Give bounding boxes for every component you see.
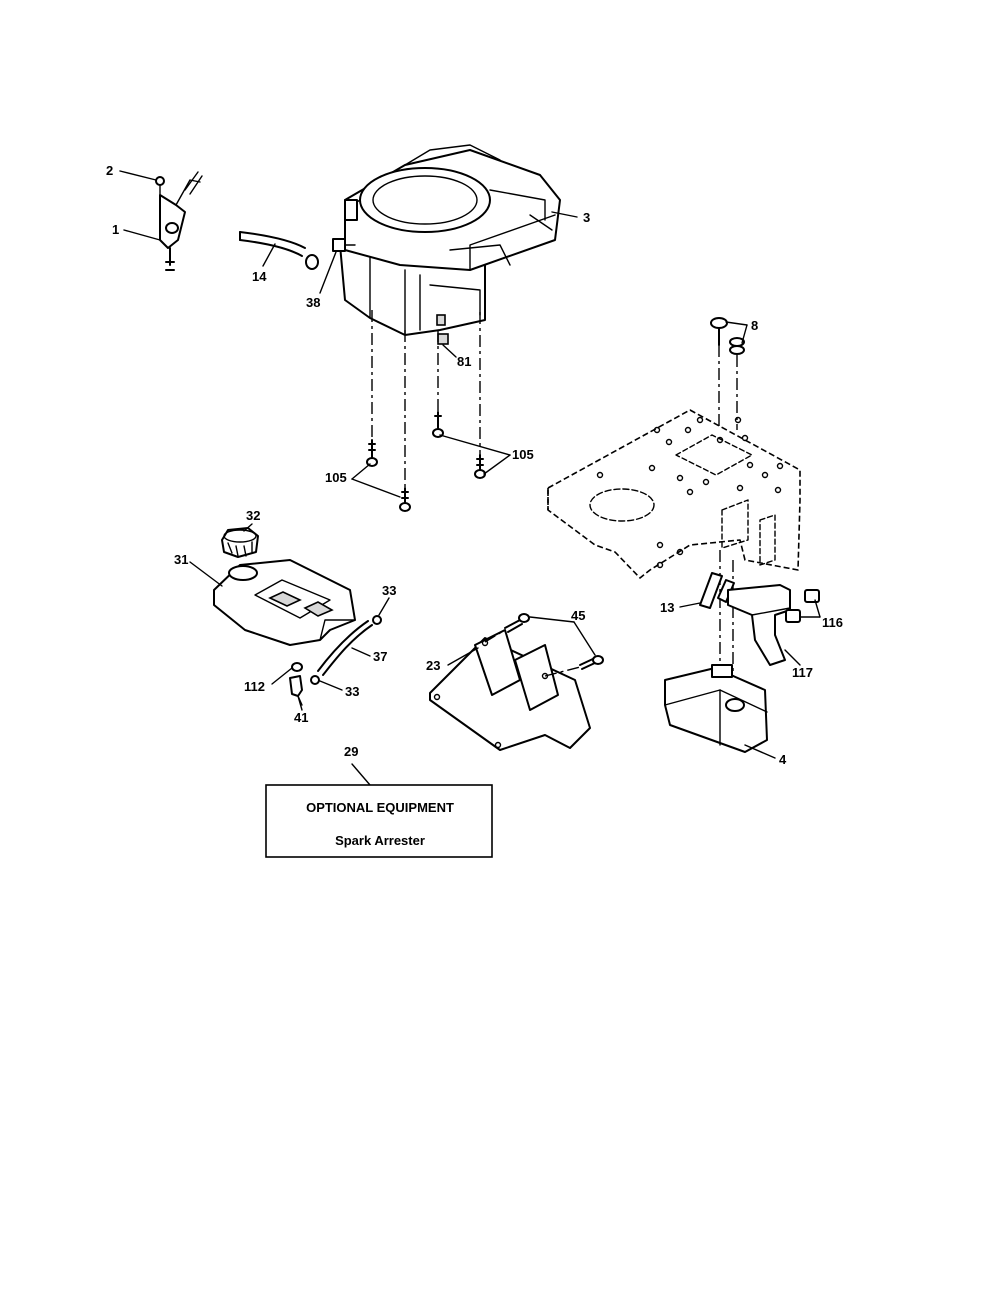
callout-41: 41 — [294, 710, 308, 725]
leader-31 — [189, 561, 223, 587]
leader-112 — [271, 667, 293, 685]
clamp-33-part — [310, 615, 382, 685]
leader-37 — [351, 647, 371, 657]
callout-2: 2 — [106, 163, 113, 178]
leader-1 — [123, 229, 161, 241]
optional-equipment-item: Spark Arrester — [335, 833, 425, 848]
fuel-tank-31-part — [213, 559, 356, 646]
fuel-cap-32-part — [221, 527, 259, 558]
engine-centerlines — [371, 310, 481, 488]
throttle-control-part — [155, 171, 203, 271]
leader-105-left — [351, 463, 401, 498]
callout-37: 37 — [373, 649, 387, 664]
optional-equipment-box: OPTIONAL EQUIPMENT Spark Arrester — [265, 784, 493, 858]
leader-8 — [725, 321, 748, 344]
callout-81: 81 — [457, 354, 471, 369]
nuts-116-part — [785, 589, 820, 623]
leader-2 — [119, 170, 157, 181]
leader-4 — [744, 744, 776, 759]
leader-45 — [529, 616, 596, 656]
leader-117 — [784, 649, 801, 666]
callout-32: 32 — [246, 508, 260, 523]
callout-33-top: 33 — [382, 583, 396, 598]
leader-32 — [243, 523, 253, 532]
plug-part — [437, 333, 449, 345]
leader-41 — [297, 695, 303, 711]
callout-45: 45 — [571, 608, 585, 623]
fitting-part — [332, 238, 356, 252]
callout-4: 4 — [779, 752, 787, 767]
frame-holes — [596, 416, 784, 569]
callout-105-right: 105 — [512, 447, 534, 462]
callout-33-bottom: 33 — [345, 684, 359, 699]
callout-14: 14 — [252, 269, 267, 284]
screws-45-part — [484, 613, 604, 677]
heat-shield-23-part — [429, 629, 591, 751]
callout-23: 23 — [426, 658, 440, 673]
leader-13 — [679, 602, 701, 608]
leader-14 — [262, 243, 276, 267]
leader-23 — [447, 647, 479, 666]
engine-part — [339, 144, 561, 336]
callout-105-left: 105 — [325, 470, 347, 485]
bolts-105-part — [366, 411, 486, 512]
optional-equipment-title: OPTIONAL EQUIPMENT — [306, 800, 454, 815]
leader-33 — [319, 597, 390, 691]
callout-1: 1 — [112, 222, 119, 237]
leader-81 — [442, 344, 457, 358]
leader-3 — [551, 211, 578, 218]
callout-3: 3 — [583, 210, 590, 225]
leader-38 — [319, 251, 337, 294]
bolts-8-part — [710, 317, 745, 430]
callout-8: 8 — [751, 318, 758, 333]
fuel-hose-37-part — [317, 620, 373, 676]
leader-116 — [799, 599, 821, 618]
callout-31: 31 — [174, 552, 188, 567]
frame-outline — [547, 409, 801, 579]
exhaust-pipe-117-part — [727, 584, 791, 666]
callout-112: 112 — [244, 679, 265, 694]
valve-41-part — [289, 675, 303, 706]
bushing-112-part — [291, 662, 303, 672]
callout-29: 29 — [344, 744, 358, 759]
callout-116: 116 — [822, 615, 843, 630]
leader-105-right — [439, 434, 511, 475]
muffler-4-part — [664, 664, 768, 753]
fuel-line-part — [239, 231, 319, 270]
callout-13: 13 — [660, 600, 674, 615]
callout-38: 38 — [306, 295, 320, 310]
gasket-13-part — [699, 572, 735, 609]
callout-117: 117 — [792, 665, 813, 680]
leader-29 — [351, 763, 371, 786]
